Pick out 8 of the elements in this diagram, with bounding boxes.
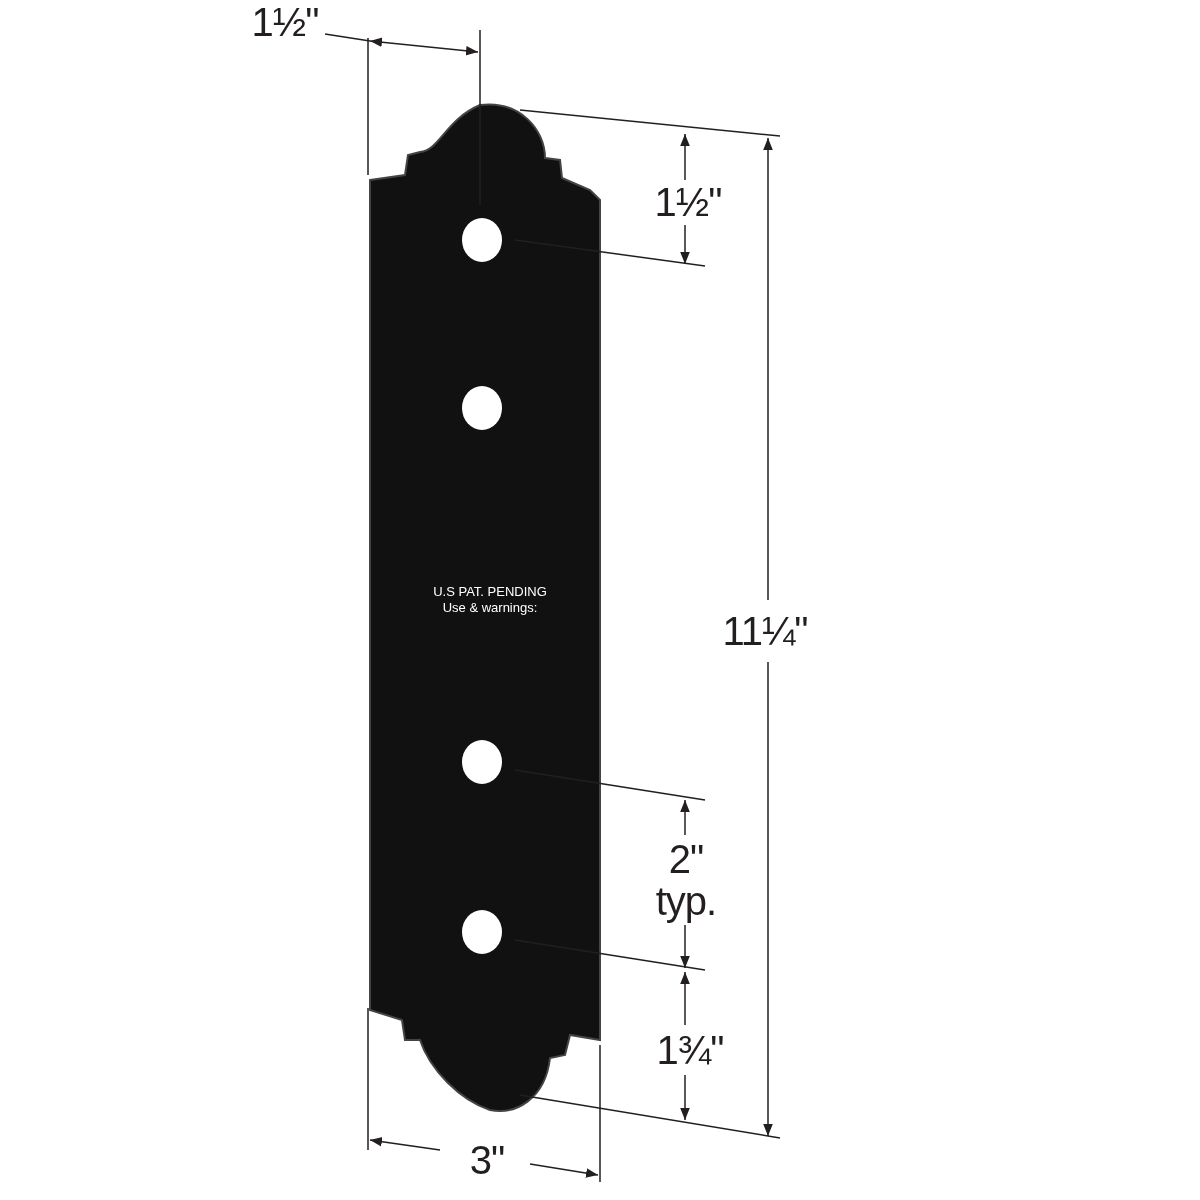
dimension-label: 11¼" [722, 610, 808, 652]
plate-text: Use & warnings: [442, 599, 538, 615]
dimension-label: 1½" [654, 181, 722, 223]
dimension-label: 2" typ. [654, 838, 718, 922]
dimension-label: 1½" [251, 1, 319, 43]
dimension-label: 1¾" [656, 1029, 724, 1071]
plate-text: U.S PAT. PENDING [433, 583, 547, 599]
dimension-label: 3" [469, 1139, 505, 1181]
